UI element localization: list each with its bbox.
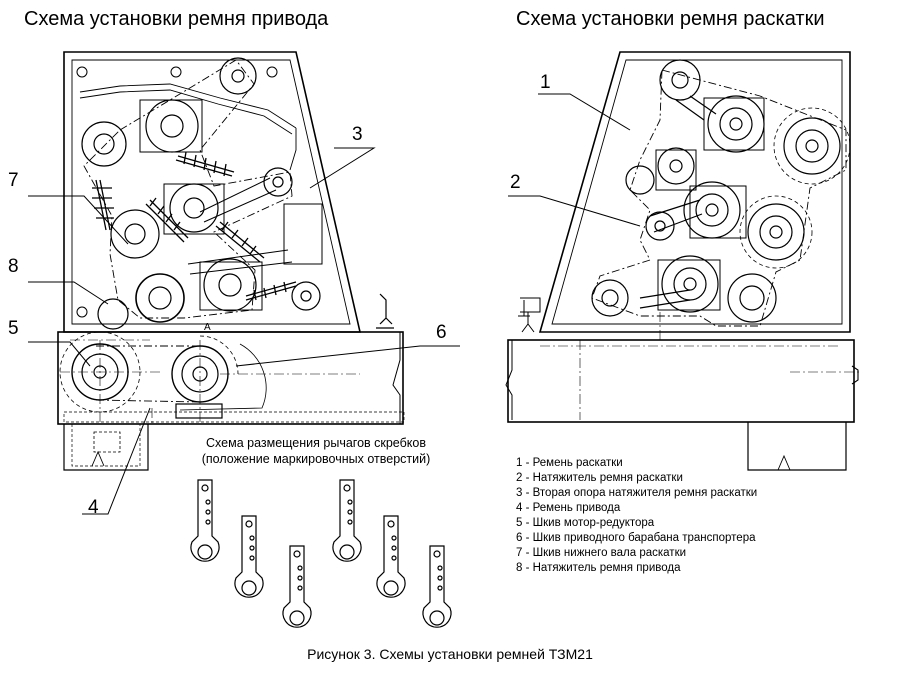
scraper-levers: [190, 479, 452, 628]
callout-8: 8: [8, 256, 19, 277]
scraper-scheme-title: Схема размещения рычагов скребков: [206, 436, 426, 450]
drive-base-pulleys: [59, 331, 267, 453]
figure-caption: Рисунок 3. Схемы установки ремней ТЗМ21: [307, 646, 593, 662]
callout-5: 5: [8, 318, 19, 339]
legend-item: 2 - Натяжитель ремня раскатки: [516, 472, 683, 484]
drive-belt-machine: [57, 51, 405, 471]
legend-item: 6 - Шкив приводного барабана транспортер…: [516, 532, 756, 544]
legend-item: 3 - Вторая опора натяжителя ремня раскат…: [516, 487, 758, 499]
scraper-scheme-subtitle: (положение маркировочных отверстий): [201, 452, 431, 466]
rolling-pulleys: [591, 59, 851, 323]
callout-3: 3: [352, 124, 363, 145]
rolling-belt-title: Схема установки ремня раскатки: [516, 8, 825, 30]
callout-2: 2: [510, 172, 521, 193]
rolling-belt-machine: [505, 51, 860, 471]
marker-a: A: [204, 322, 211, 333]
drive-belt-title: Схема установки ремня привода: [24, 8, 329, 30]
drive-pulleys: [81, 57, 321, 330]
callout-7: 7: [8, 170, 19, 191]
legend-item: 5 - Шкив мотор-редуктора: [516, 517, 655, 529]
callout-1: 1: [540, 72, 551, 93]
legend-item: 1 - Ремень раскатки: [516, 457, 623, 469]
legend-item: 7 - Шкив нижнего вала раскатки: [516, 547, 687, 559]
callout-6: 6: [436, 322, 447, 343]
legend-item: 4 - Ремень привода: [516, 502, 621, 514]
leader-lines: [28, 93, 641, 515]
legend-item: 8 - Натяжитель ремня привода: [516, 562, 681, 574]
callout-4: 4: [88, 497, 99, 518]
